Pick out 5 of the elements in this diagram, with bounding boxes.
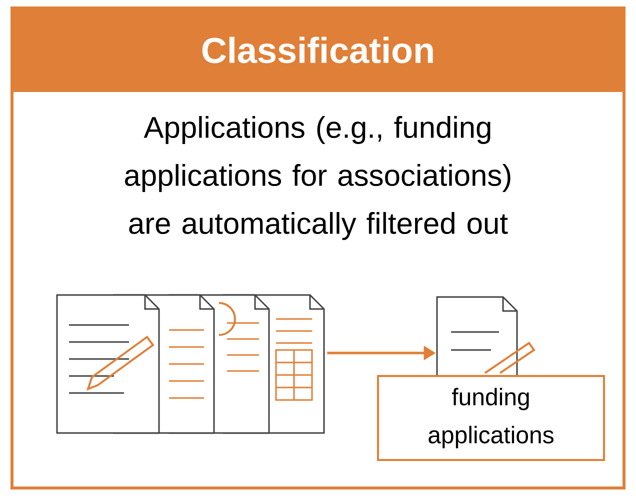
- document-icon: [436, 296, 536, 375]
- label-box: funding applications: [377, 375, 605, 461]
- header-band: Classification: [12, 8, 624, 92]
- description-text: Applications (e.g., funding applications for associations) are automatically filtered out: [125, 116, 510, 240]
- document-stack-drawing: [56, 294, 325, 434]
